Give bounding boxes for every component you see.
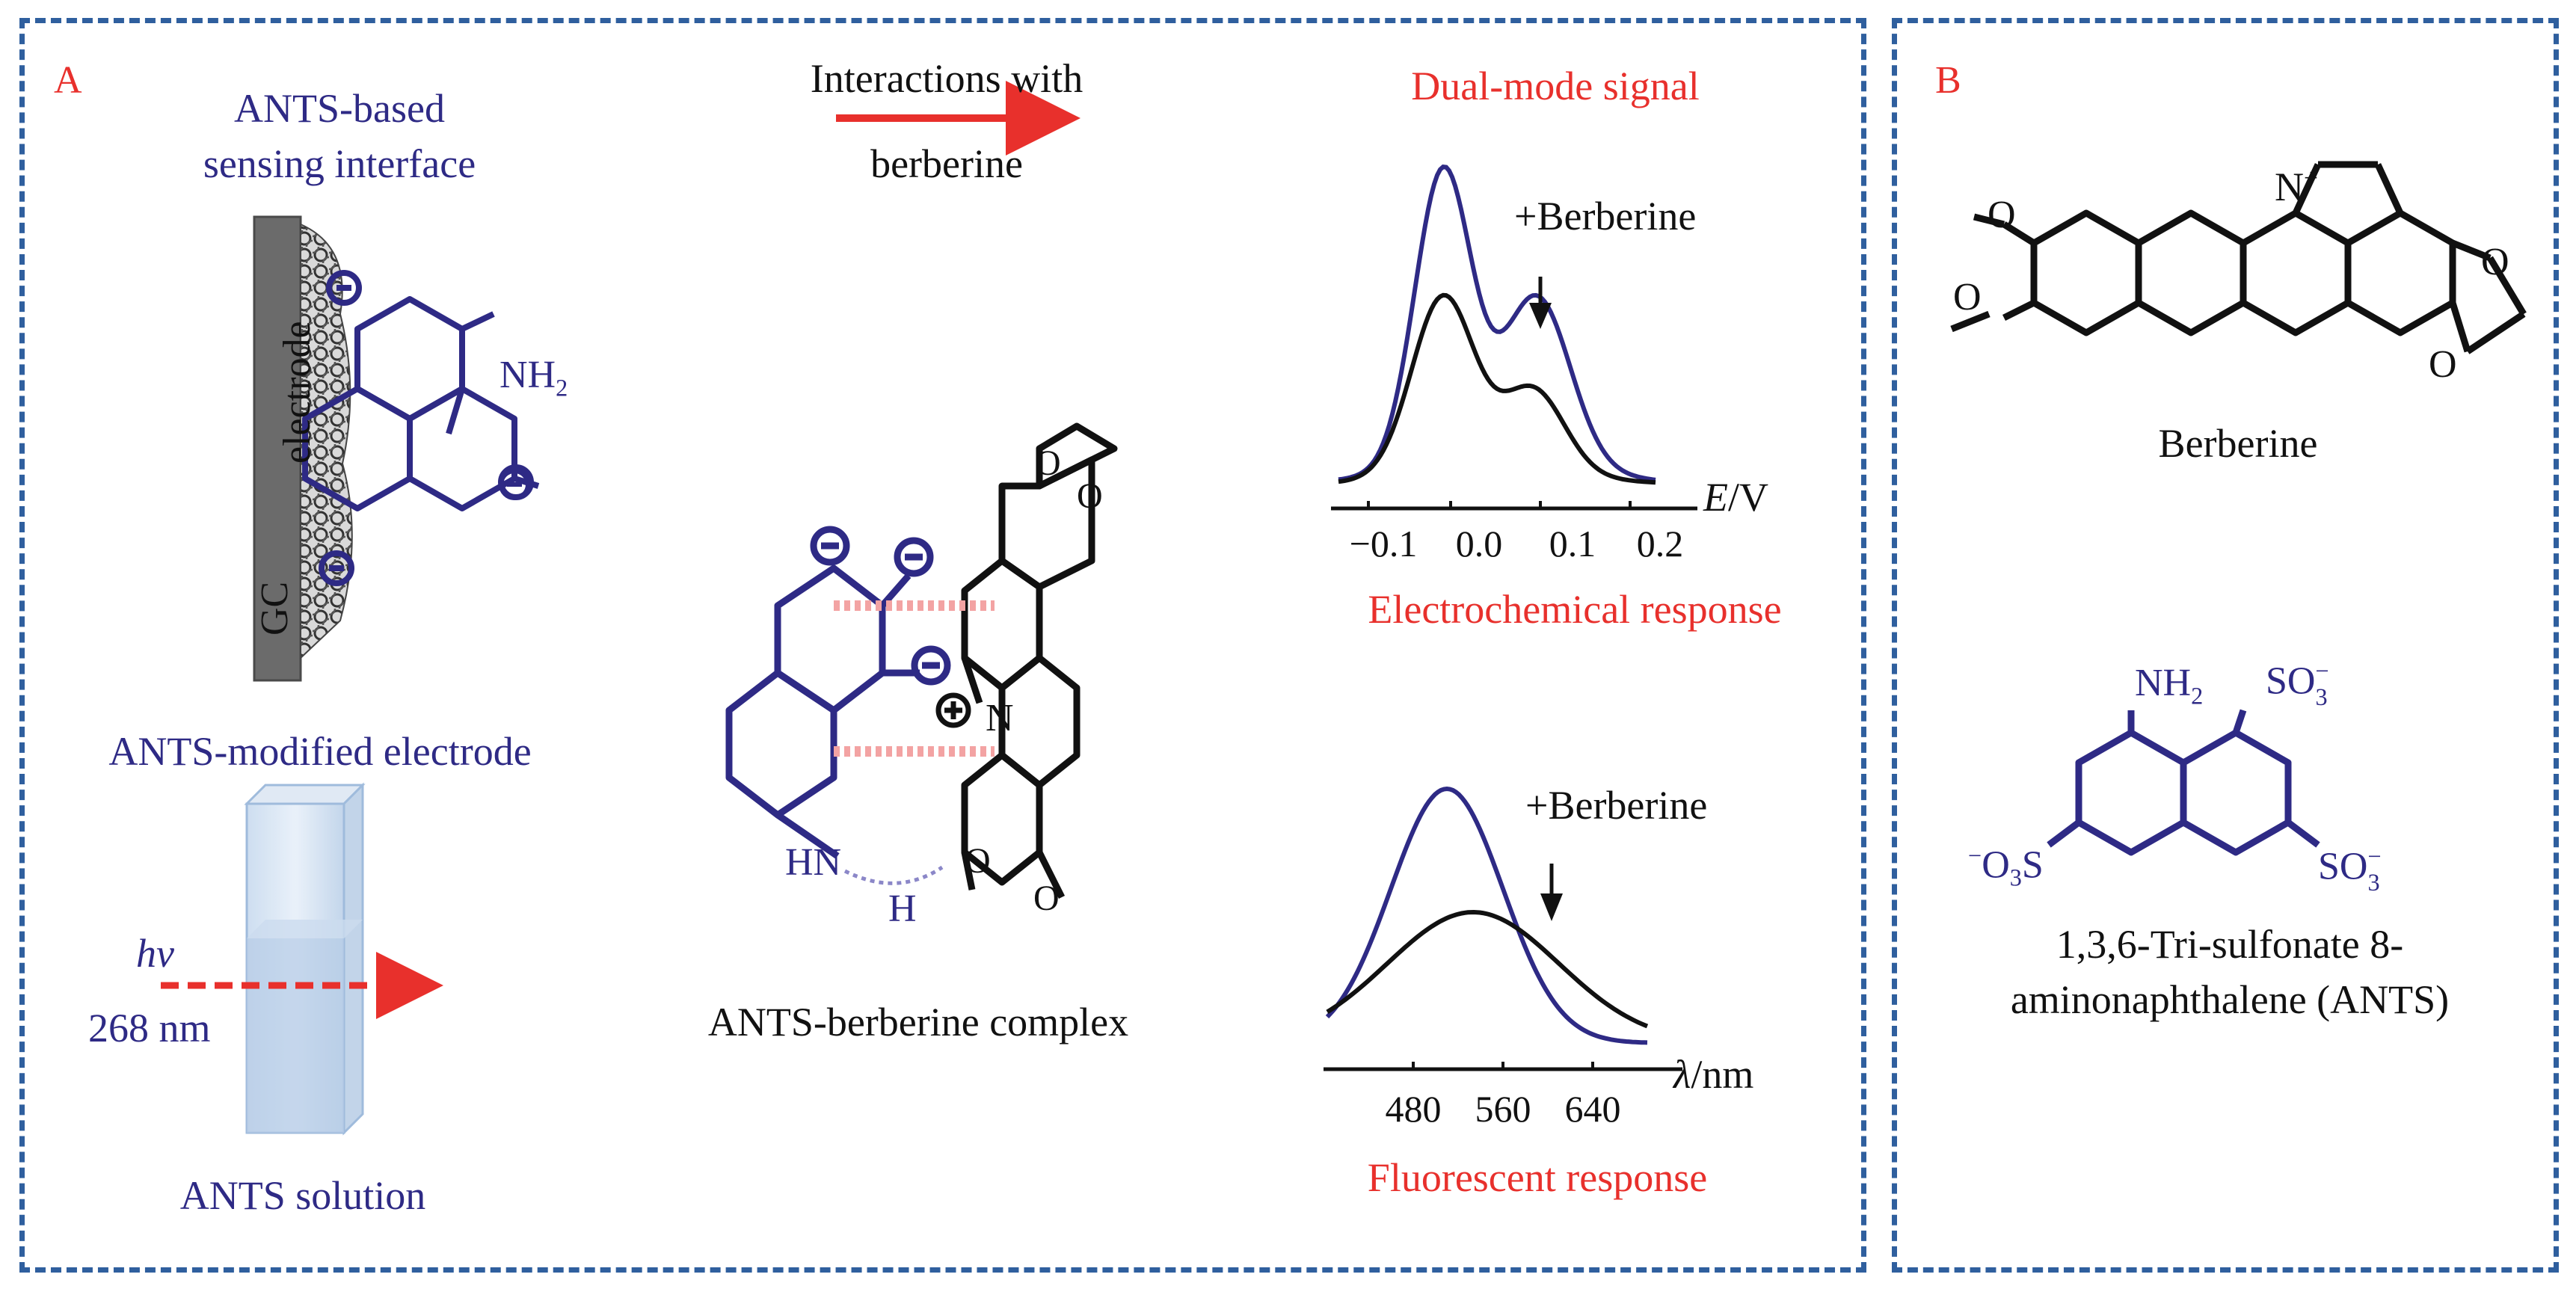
so3-right-sub: 3 xyxy=(2367,869,2380,896)
o3s-sup: − xyxy=(1968,842,1982,869)
ants-structure xyxy=(2047,709,2320,856)
interaction-text-line-1: Interactions with xyxy=(810,56,1083,101)
cuvette xyxy=(244,782,366,1136)
panel-a-frame xyxy=(19,18,1866,1273)
panel-a-label: A xyxy=(54,59,82,102)
fl-curve-blank xyxy=(1325,786,1648,1045)
ec-axis-symbol: E xyxy=(1703,475,1728,520)
berberine-n-text: N xyxy=(2275,164,2304,209)
fl-tick-1: 560 xyxy=(1475,1088,1531,1130)
berberine-structure xyxy=(1950,161,2527,354)
o3s-o: O xyxy=(1982,843,2010,887)
ants-so3-top: SO−3 xyxy=(2266,657,2329,711)
complex-o-label-3: O xyxy=(965,841,991,881)
ec-tick-3: 0.2 xyxy=(1636,523,1684,564)
ants-o3s-left: −O3S xyxy=(1968,843,2044,890)
ec-caption: Electrochemical response xyxy=(1368,587,1782,632)
wavelength-label: 268 nm xyxy=(88,1006,211,1050)
berberine-o-2: O xyxy=(1953,276,1982,319)
ec-curve-blank xyxy=(1338,164,1656,482)
fl-axis-symbol: λ xyxy=(1673,1052,1691,1097)
berberine-o-3: O xyxy=(2481,241,2509,283)
complex-caption: ANTS-berberine complex xyxy=(707,1000,1129,1045)
o3s-sub: 3 xyxy=(2009,864,2022,891)
hv-label: hv xyxy=(136,931,174,976)
complex-h-label: H xyxy=(888,887,917,930)
ants-nh-text: NH xyxy=(2135,662,2192,704)
ants-caption-line-1: 1,3,6-Tri-sulfonate 8- xyxy=(2056,922,2404,967)
hydrogen-bond xyxy=(843,865,944,885)
berberine-o-4: O xyxy=(2429,343,2457,386)
solution-caption: ANTS solution xyxy=(179,1173,426,1218)
pi-stacking-lines xyxy=(834,600,995,757)
so3-top-text: SO xyxy=(2266,659,2316,703)
panel-b-frame xyxy=(1892,18,2559,1273)
fl-caption: Fluorescent response xyxy=(1367,1155,1708,1200)
panel-b-label: B xyxy=(1935,59,1961,102)
signal-title: Dual-mode signal xyxy=(1411,64,1700,108)
fl-axis-unit: /nm xyxy=(1691,1052,1754,1097)
berberine-n-plus: N+ xyxy=(2275,166,2318,207)
ec-down-arrow xyxy=(1529,277,1552,329)
ec-berberine-label: +Berberine xyxy=(1514,194,1697,239)
berberine-plus-sup: + xyxy=(2304,164,2318,192)
electrode-label: electrode xyxy=(276,321,319,464)
complex-positive-charge xyxy=(935,692,971,728)
ants-nh2-sub: 2 xyxy=(2191,682,2204,710)
fl-tick-2: 640 xyxy=(1564,1088,1621,1130)
so3-right-sup: − xyxy=(2367,843,2382,870)
ec-tick-0: −0.1 xyxy=(1349,523,1418,564)
gc-electrode xyxy=(253,215,353,682)
complex-o-label-2: O xyxy=(1077,476,1103,516)
complex-o-label-1: O xyxy=(1035,443,1061,483)
gc-label: GC xyxy=(253,581,296,636)
ec-axis-unit: /V xyxy=(1728,475,1768,520)
ec-tick-2: 0.1 xyxy=(1549,523,1596,564)
interface-title-line-1: ANTS-based xyxy=(234,86,445,131)
so3-right-text: SO xyxy=(2318,845,2368,888)
o3s-s: S xyxy=(2021,843,2044,887)
fl-berberine-label: +Berberine xyxy=(1525,783,1708,828)
ants-on-electrode xyxy=(302,270,540,586)
so3-top-sup: − xyxy=(2315,657,2329,684)
ec-tick-1: 0.0 xyxy=(1455,523,1503,564)
fl-tick-0: 480 xyxy=(1385,1088,1442,1130)
fl-axis-label: λ/nm xyxy=(1673,1054,1753,1095)
berberine-o-1: O xyxy=(1988,194,2016,236)
ants-caption-line-2: aminonaphthalene (ANTS) xyxy=(2010,977,2450,1022)
ants-nh2-label: NH2 xyxy=(2135,664,2203,708)
interaction-text-line-2: berberine xyxy=(870,141,1023,186)
ants-so3-right: SO−3 xyxy=(2318,843,2382,896)
ec-chart-axis xyxy=(1331,501,1697,511)
complex-hn-label: HN xyxy=(785,841,842,884)
ec-axis-label: E/V xyxy=(1703,477,1768,517)
berberine-caption: Berberine xyxy=(2158,421,2318,466)
modified-electrode-caption: ANTS-modified electrode xyxy=(108,729,532,774)
ants-charge-right xyxy=(499,469,530,500)
interface-title-line-2: sensing interface xyxy=(203,141,476,186)
fl-chart-axis xyxy=(1324,1062,1682,1071)
nh2-label: NH2 xyxy=(499,356,568,400)
ec-curve-berberine xyxy=(1338,292,1656,485)
fl-down-arrow xyxy=(1540,864,1563,921)
complex-n-label: N xyxy=(986,697,1014,739)
complex-o-label-4: O xyxy=(1033,879,1060,918)
complex-ants-part xyxy=(725,526,951,859)
nh2-text: NH xyxy=(499,354,556,396)
nh2-subscript: 2 xyxy=(556,374,568,402)
so3-top-sub: 3 xyxy=(2315,683,2328,711)
complex-berberine-part xyxy=(961,422,1118,899)
fl-curve-berberine xyxy=(1326,909,1649,1029)
